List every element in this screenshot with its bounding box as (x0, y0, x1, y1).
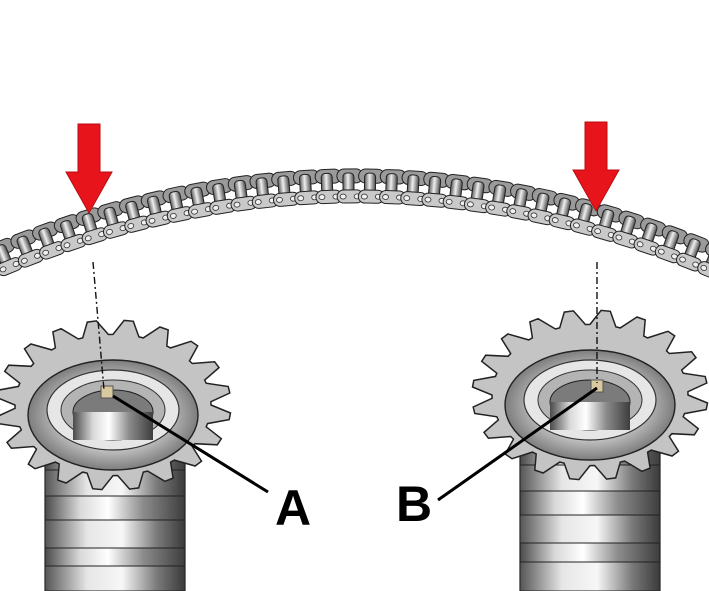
chain-link (336, 168, 364, 204)
chain-link (53, 214, 87, 253)
callout-b: B (396, 476, 432, 532)
chain-link (527, 188, 559, 226)
callout-a: A (275, 480, 311, 536)
chain-link (506, 183, 537, 221)
timing-chain (0, 168, 709, 281)
chain-link (654, 225, 689, 264)
chain-link (119, 195, 151, 233)
chain-link (421, 171, 451, 208)
chain-link (591, 204, 624, 242)
chain-link (32, 221, 66, 260)
right-sprocket (471, 309, 709, 481)
chain-link (140, 190, 173, 228)
chain-link (271, 170, 300, 207)
left-sprocket (0, 319, 232, 491)
chain-link (633, 217, 667, 256)
alignment-line-left (92, 261, 105, 391)
chain-link (97, 201, 130, 239)
chain-link (292, 169, 322, 206)
chain-link (612, 210, 645, 249)
down-arrow-icon (65, 123, 113, 215)
chain-link (379, 169, 407, 205)
chain-link (10, 229, 44, 268)
chain-link (162, 185, 194, 223)
leader-line-a (112, 394, 269, 494)
chain-link (485, 179, 516, 217)
chain-link (184, 181, 215, 219)
down-arrow-icon (572, 121, 620, 213)
leader-line-b (437, 386, 598, 502)
chain-link (227, 175, 258, 212)
chain-link (0, 237, 23, 277)
chain-link (463, 176, 494, 214)
chain-link (676, 233, 709, 272)
timing-mark-a (100, 385, 114, 399)
chain-link (314, 168, 343, 205)
